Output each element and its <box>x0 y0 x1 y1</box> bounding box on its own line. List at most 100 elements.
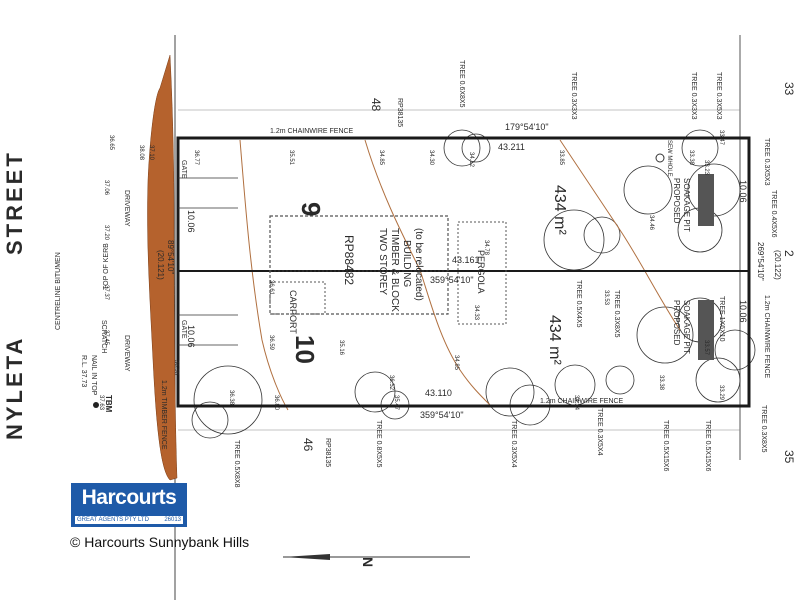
tree-label-top-4: TREE 0.3X5X3 <box>715 72 722 120</box>
lot-46-number: 46 <box>301 438 315 452</box>
spot-level: 33.29 <box>718 385 724 401</box>
pergola-label: PERGOLA <box>476 250 486 294</box>
spot-level: 37.20 <box>103 225 109 241</box>
spot-level: 36.98 <box>173 360 179 376</box>
right-upper-dim: 10.06 <box>738 180 748 203</box>
spot-level: 36.80 <box>273 395 279 411</box>
tree-label-bottom-7: TREE 0.3X8X5 <box>760 405 767 453</box>
tree-label-bottom-5: TREE 0.5X15X6 <box>662 420 669 471</box>
driveway-label-lower: DRIVEWAY <box>123 335 130 372</box>
fence-right-label: 1.2m CHAINWIRE FENCE <box>763 295 770 379</box>
pergola-outline <box>457 221 507 325</box>
tbm-label: TBM <box>104 395 113 413</box>
spot-level: 36.59 <box>268 335 274 351</box>
spot-level: 36.77 <box>193 150 199 166</box>
rp-number: RP88482 <box>342 235 356 285</box>
spot-level: 34.46 <box>648 215 654 231</box>
tree-label-middle-3: TREE 1X6X10 <box>718 296 725 342</box>
tree-label-top-1: TREE 0.6X8X5 <box>458 60 465 108</box>
spot-level: 35.47 <box>393 395 399 411</box>
spot-level: 33.23 <box>703 160 709 176</box>
spot-levels: 38.0836.6537.0637.2037.3737.4537.6337.10… <box>98 130 724 411</box>
street-name-b: STREET <box>2 150 27 255</box>
lot-46-plan: RP38135 <box>324 438 331 467</box>
sewer-manhole-label: SEW MHOLE <box>666 140 672 177</box>
left-upper-dim: 10.06 <box>186 210 196 233</box>
tree-label-bottom-1: TREE 0.5X8X8 <box>233 440 240 488</box>
left-lower-dim: 10.06 <box>186 325 196 348</box>
carport-outline <box>269 281 326 315</box>
company-name: Harcourts <box>81 486 177 509</box>
spot-level: 33.47 <box>718 130 724 146</box>
spot-level: 34.30 <box>428 150 434 166</box>
scratch-label: SCRATCH <box>100 320 107 353</box>
middle-bearing: 359°54'10" <box>430 275 474 285</box>
spot-level: 34.85 <box>378 150 384 166</box>
bottom-length: 43.110 <box>425 388 452 398</box>
soakage-label-upper-1: PROPOSED <box>672 178 681 224</box>
company-sub-right: 26013 <box>164 517 181 523</box>
soakage-pit-lower <box>698 300 714 360</box>
building-label-3: BUILDING <box>401 240 412 287</box>
lot-10-number: 10 <box>290 335 320 364</box>
building-label-1: TWO STOREY <box>377 228 388 295</box>
harcourts-logo: Harcourts GREAT AGENTS PTY LTD 26013 <box>71 483 187 527</box>
spot-level: 33.57 <box>703 340 709 356</box>
spot-level: 37.10 <box>148 145 154 161</box>
top-bearing: 179°54'10" <box>505 122 549 132</box>
north-arrow: N <box>283 554 470 567</box>
top-length: 43.211 <box>498 142 525 152</box>
spot-level: 37.37 <box>103 285 109 301</box>
driveway-label-upper: DRIVEWAY <box>123 190 130 227</box>
spot-level: 35.51 <box>288 150 294 166</box>
spot-level: 37.45 <box>103 330 109 346</box>
tree-label-bottom-2: TREE 0.8X5X5 <box>375 420 382 468</box>
left-total-dim: (20.121) <box>156 250 165 280</box>
spot-level: 36.52 <box>388 375 394 391</box>
spot-level: 37.06 <box>103 180 109 196</box>
right-lower-dim: 10.06 <box>738 300 748 323</box>
gate-label-upper: GATE <box>180 160 187 179</box>
street-name-a: NYLETA <box>2 336 27 440</box>
rl-label: R.L. 37.73 <box>80 355 87 387</box>
spot-level: 36.61 <box>268 280 274 296</box>
soakage-label-lower-1: PROPOSED <box>672 300 681 346</box>
building-footprint <box>269 215 449 315</box>
spot-level: 38.08 <box>138 145 144 161</box>
spot-level: 34.12 <box>468 152 474 168</box>
lot-48-plan: RP38135 <box>396 98 403 127</box>
sewer-manhole-marker <box>655 153 665 163</box>
timber-fence-label: 1.2m TIMBER FENCE <box>160 380 167 450</box>
building-label-4: (to be relocated) <box>413 228 424 301</box>
lot-9-number: 9 <box>296 202 326 216</box>
north-label: N <box>360 557 376 567</box>
spot-level: 35.16 <box>338 340 344 356</box>
tree-label-right-2: TREE 0.4X5X6 <box>770 190 777 238</box>
middle-length: 43.161 <box>452 255 480 265</box>
carport-label: CARPORT <box>288 290 298 334</box>
tree-label-bottom-6: TREE 0.5X15X6 <box>704 420 711 471</box>
soakage-label-upper-2: SOAKAGE PIT <box>682 178 691 232</box>
lot-33-number: 33 <box>782 82 796 96</box>
spot-level: 34.85 <box>453 355 459 371</box>
spot-level: 36.38 <box>228 390 234 406</box>
company-sub-left: GREAT AGENTS PTY LTD <box>77 517 149 523</box>
centreline-label: CENTRELINE BITUMEN <box>55 252 62 330</box>
soakage-label-lower-2: SOAKAGE PIT <box>682 300 691 354</box>
contour-lines <box>239 139 681 411</box>
spot-level: 37.63 <box>98 395 104 411</box>
gate-label-lower: GATE <box>180 320 187 339</box>
tree-label-bottom-4: TREE 0.3X5X4 <box>596 408 603 456</box>
tree-labels: TREE 0.6X8X5 TREE 0.3X3X3 TREE 0.3X3X3 T… <box>233 60 777 488</box>
lot-35-number: 35 <box>782 450 796 464</box>
spot-level: 34.34 <box>573 395 579 411</box>
spot-level: 33.53 <box>603 290 609 306</box>
building-label-2: TIMBER & BLOCK <box>389 228 400 312</box>
fence-bottom-label: 1.2m CHAINWIRE FENCE <box>540 398 624 405</box>
left-bearing: 89°54'10" <box>166 240 175 274</box>
tree-canopies <box>191 129 756 439</box>
dimension-labels: 179°54'10" 43.211 359°54'10" 43.161 359°… <box>156 122 782 420</box>
driveway-lines <box>178 177 238 346</box>
fence-top-label: 1.2m CHAINWIRE FENCE <box>270 128 354 135</box>
bottom-bearing: 359°54'10" <box>420 410 464 420</box>
